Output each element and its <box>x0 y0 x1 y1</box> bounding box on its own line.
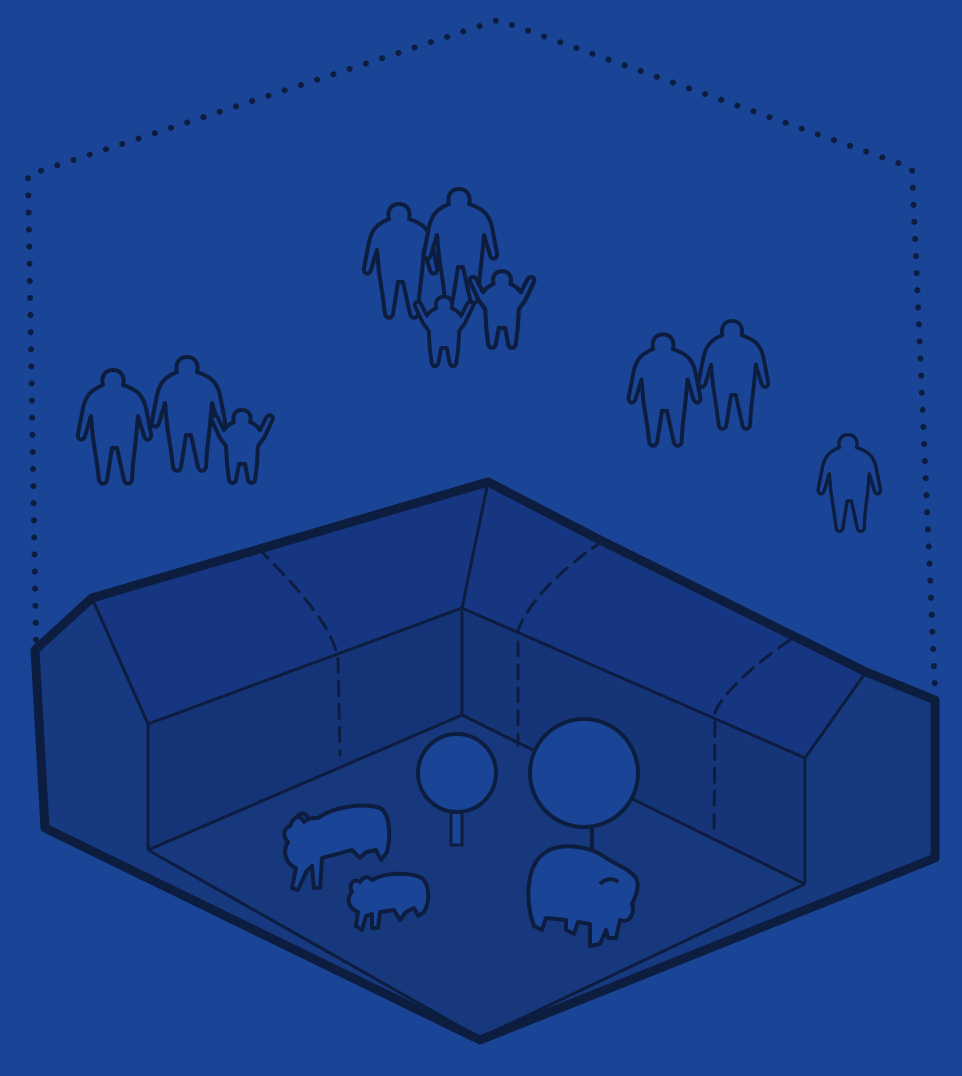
tree-icon <box>530 719 638 827</box>
tree-icon <box>418 734 496 812</box>
